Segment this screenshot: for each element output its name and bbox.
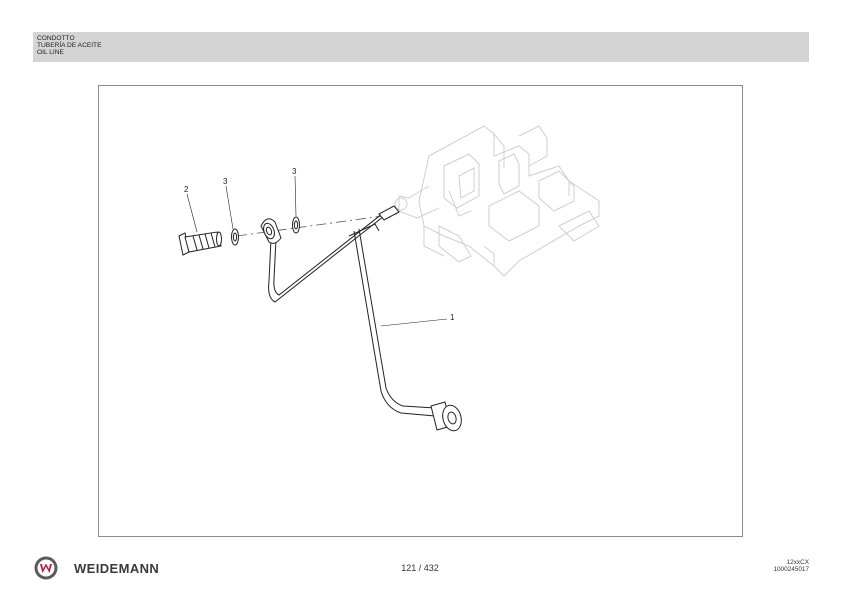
header-line-italian: CONDOTTO (37, 35, 75, 42)
header-line-english: OIL LINE (37, 49, 64, 57)
pipe-fitting-end (378, 205, 400, 221)
weidemann-logo-icon (34, 556, 58, 580)
page-number: 121 / 432 (401, 563, 439, 573)
sealing-washer-2 (292, 216, 300, 234)
document-number: 1000245017 (773, 566, 809, 574)
document-codes: 12xxCX 1000245017 (773, 559, 809, 574)
brand-name: WEIDEMANN (74, 561, 160, 576)
leader-lines (186, 175, 448, 327)
callout-part-2: 2 (184, 185, 189, 194)
leader-part-3a (225, 185, 234, 230)
header-bar: CONDOTTO TUBERÍA DE ACEITE OIL LINE (33, 32, 809, 62)
sealing-washer-1 (231, 228, 239, 246)
callout-part-1: 1 (450, 313, 455, 322)
leader-part-3b (294, 175, 297, 217)
oil-line-diagram: 2 3 3 1 (178, 125, 600, 432)
leader-part-1 (380, 318, 448, 327)
header-line-spanish: TUBERÍA DE ACEITE (37, 42, 102, 50)
banjo-fitting-lower (430, 401, 462, 432)
hollow-bolt (178, 231, 222, 256)
banjo-fitting-upper (260, 218, 282, 244)
logo-w-mark (40, 563, 52, 573)
callout-part-3a: 3 (223, 177, 228, 186)
oil-line-pipe (268, 209, 436, 417)
callout-part-3b: 3 (292, 167, 297, 176)
parts-figure: 2 3 3 1 (98, 85, 743, 537)
model-code: 12xxCX (786, 559, 809, 566)
header-title: CONDOTTO TUBERÍA DE ACEITE OIL LINE (37, 35, 102, 57)
engine-block-ghost (394, 125, 600, 277)
leader-part-2 (186, 193, 198, 233)
